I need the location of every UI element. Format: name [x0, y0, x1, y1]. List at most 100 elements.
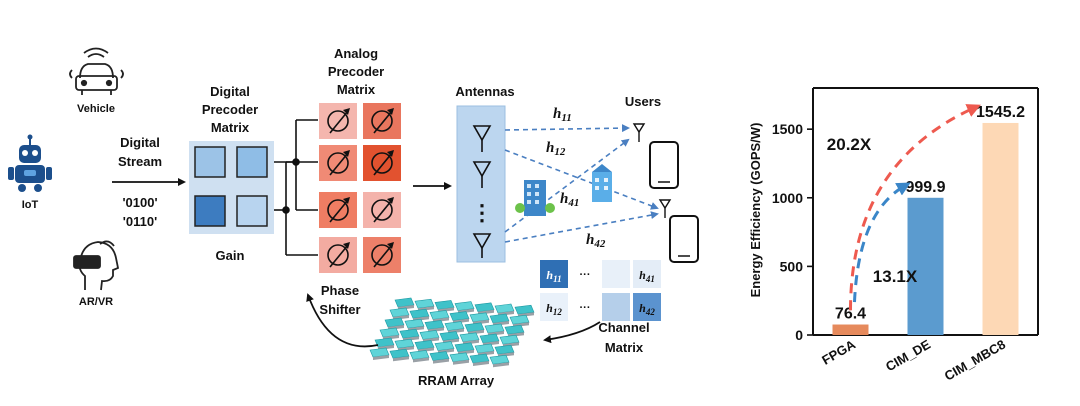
channel-matrix: h11 ··· h41 h12 ··· h42 Channel Matrix — [540, 260, 661, 355]
phase-shifter-cell — [319, 192, 357, 228]
rram-cell — [429, 351, 450, 364]
channel-matrix-cell: h41 — [633, 260, 661, 288]
robot-icon — [8, 134, 52, 192]
y-axis-label: Energy Efficiency (GOPS/W) — [748, 123, 763, 298]
x-tick-label: FPGA — [819, 336, 858, 367]
antennas-title: Antennas — [455, 84, 514, 99]
precoder-wiring — [274, 119, 318, 256]
phone-icon — [649, 141, 679, 189]
precoder-cell — [236, 195, 268, 227]
digital-precoder-label-1: Digital — [210, 84, 250, 99]
channel-matrix-cell: h12 — [540, 293, 568, 321]
precoder-cell — [236, 146, 268, 178]
analog-precoder-label-1: Analog — [334, 46, 378, 61]
analog-precoder-label-3: Matrix — [337, 82, 376, 97]
digital-stream-label-1: Digital — [120, 135, 160, 150]
digital-precoder: Digital Precoder Matrix Gain — [189, 84, 274, 263]
vehicle-source: Vehicle — [69, 47, 124, 115]
h12-label: h12 — [546, 140, 566, 158]
building-icon — [592, 164, 612, 202]
antenna-panel — [456, 105, 506, 263]
path-h42 — [504, 211, 659, 243]
phase-shifter-label-1: Phase — [321, 283, 359, 298]
rram-cell — [394, 297, 415, 310]
matrix-to-rram-arrow — [543, 321, 601, 344]
channel-matrix-cell: h42 — [633, 293, 661, 321]
path-h41 — [504, 138, 630, 233]
rram-cell — [504, 324, 525, 338]
phase-shifter-cell — [363, 103, 401, 139]
y-tick-label: 500 — [780, 258, 804, 274]
h42-label: h42 — [586, 232, 606, 250]
rram-cell — [469, 353, 490, 366]
annotation-13x: 13.1X — [873, 267, 918, 286]
iot-label: IoT — [22, 199, 39, 211]
channel-matrix-cell: ··· — [571, 260, 599, 288]
svg-text:h42: h42 — [639, 301, 655, 317]
rram-cell — [369, 347, 390, 360]
path-h11 — [504, 124, 630, 133]
rram-cell — [409, 350, 430, 363]
arvr-source: AR/VR — [73, 240, 120, 308]
y-tick-label: 1000 — [772, 190, 803, 206]
gain-arrow-20x — [849, 104, 981, 311]
analog-precoder-label-2: Precoder — [328, 64, 384, 79]
channel-matrix-cell: ··· — [571, 293, 599, 321]
users: Users — [625, 94, 699, 263]
vr-headset-icon — [73, 240, 120, 291]
digital-stream-label-2: Stream — [118, 154, 162, 169]
vehicle-label: Vehicle — [77, 103, 115, 115]
antenna-array: Antennas ⋮ — [455, 84, 515, 263]
arvr-label: AR/VR — [79, 296, 113, 308]
channel-matrix-label-1: Channel — [598, 320, 649, 335]
user-antenna-icon — [632, 123, 672, 218]
bar-value-label: 999.9 — [905, 179, 945, 196]
energy-efficiency-chart: Energy Efficiency (GOPS/W) 050010001500 … — [748, 87, 1039, 384]
rram-label: RRAM Array — [418, 373, 495, 388]
precoder-cell — [194, 146, 226, 178]
precoder-cell — [194, 195, 226, 227]
bits-2: '0110' — [123, 214, 157, 229]
antenna-icon — [472, 125, 492, 152]
svg-text:···: ··· — [580, 269, 591, 281]
svg-text:h12: h12 — [546, 301, 562, 317]
rram-cell — [414, 340, 435, 353]
rram-cell — [389, 348, 410, 362]
phase-shifter-cell — [363, 145, 401, 181]
annotation-20x: 20.2X — [827, 135, 872, 154]
rram-cell — [424, 320, 445, 333]
rram-cell — [499, 334, 520, 348]
bar-value-label: 76.4 — [835, 306, 866, 323]
rram-cell — [514, 304, 535, 318]
h41-label: h41 — [560, 191, 579, 209]
x-tick-label: CIM_DE — [883, 336, 933, 374]
phase-shifter-cell — [363, 237, 401, 273]
h11-label: h11 — [553, 106, 572, 124]
analog-precoder: Analog Precoder Matrix — [319, 46, 401, 273]
gain-label: Gain — [216, 248, 245, 263]
y-tick-label: 1500 — [772, 121, 803, 137]
phone-icon — [669, 215, 699, 263]
vehicle-icon — [69, 47, 124, 95]
rram-cell — [449, 352, 470, 365]
channel-matrix-cell: h11 — [540, 260, 568, 288]
iot-source: IoT — [8, 134, 52, 211]
gain-arrow-13x — [853, 182, 911, 303]
channel-labels: h11 h12 h41 h42 — [546, 106, 606, 250]
phase-shifter-cell — [363, 192, 401, 228]
path-h12 — [504, 149, 659, 210]
digital-stream: Digital Stream '0100' '0110' — [112, 135, 186, 229]
channel-matrix-label-2: Matrix — [605, 340, 644, 355]
antenna-icon — [472, 233, 492, 258]
svg-text:···: ··· — [580, 302, 591, 314]
phase-shifter-cell — [319, 237, 357, 273]
rram-array: RRAM Array — [369, 297, 535, 388]
digital-precoder-label-2: Precoder — [202, 102, 258, 117]
channel-matrix-cell — [602, 260, 630, 288]
rram-cell — [404, 318, 425, 332]
bar-value-label: 1545.2 — [976, 104, 1025, 121]
rram-cell — [454, 301, 475, 314]
antenna-ellipsis: ⋮ — [471, 200, 493, 225]
channel-matrix-cell — [602, 293, 630, 321]
